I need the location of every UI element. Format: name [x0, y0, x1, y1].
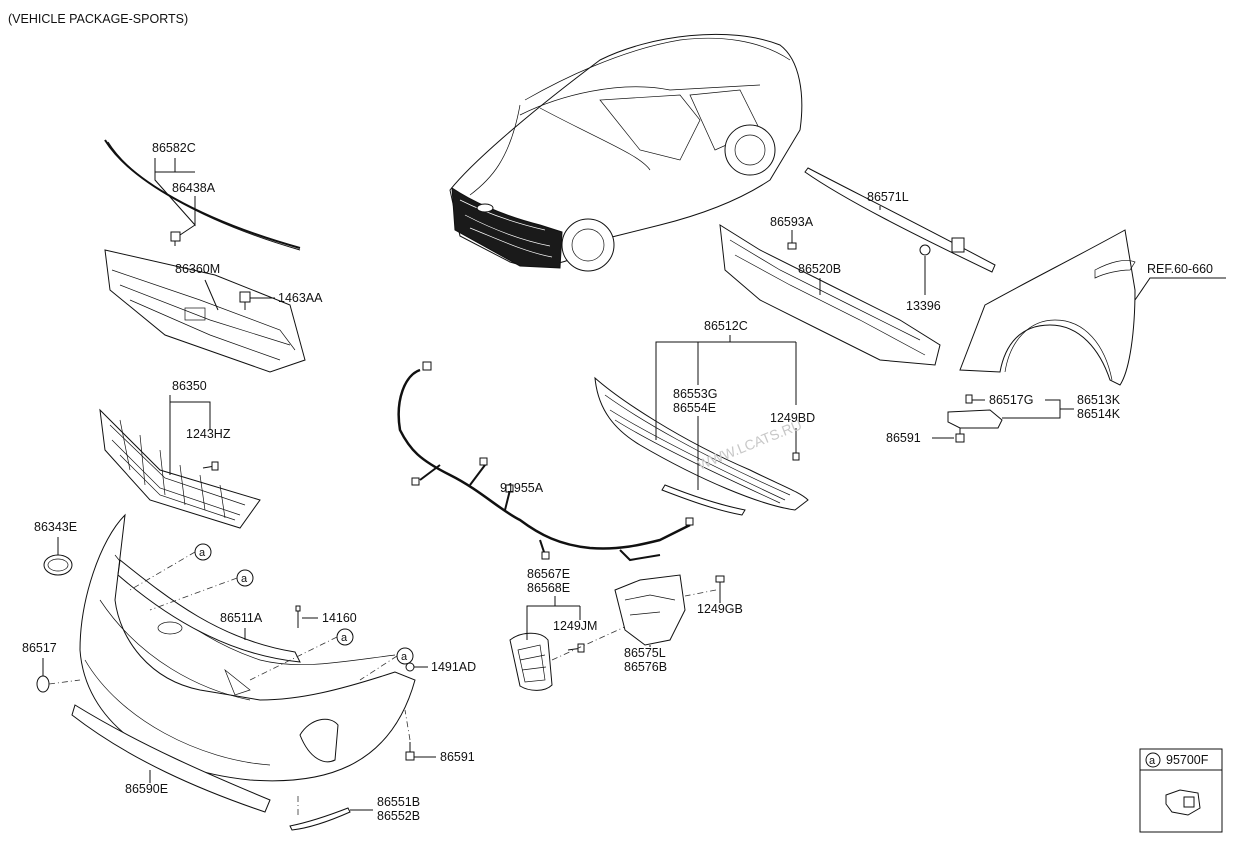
label-1249JM: 1249JM	[553, 619, 597, 633]
label-86360M: 86360M	[175, 262, 220, 276]
label-86593A: 86593A	[770, 215, 814, 229]
strip-86571L	[804, 167, 996, 273]
label-86517G: 86517G	[989, 393, 1033, 407]
svg-text:95700F: 95700F	[1166, 753, 1209, 767]
label-86520B: 86520B	[798, 262, 841, 276]
grille-86350	[99, 408, 261, 529]
trim-86511A	[117, 559, 301, 663]
bracket-86513K	[947, 409, 1003, 429]
label-86552B: 86552B	[377, 809, 420, 823]
label-1249GB: 1249GB	[697, 602, 743, 616]
emblem-86343E	[43, 554, 73, 576]
sensor-icon	[1165, 789, 1201, 816]
label-86514K: 86514K	[1077, 407, 1121, 421]
diagram-title: (VEHICLE PACKAGE-SPORTS)	[8, 12, 188, 26]
label-86343E: 86343E	[34, 520, 77, 534]
label-86576B: 86576B	[624, 660, 667, 674]
label-86438A: 86438A	[172, 181, 216, 195]
svg-text:a: a	[341, 632, 348, 644]
moulding-strip-86582C	[104, 139, 301, 251]
label-14160: 14160	[322, 611, 357, 625]
clip-86438A	[170, 231, 181, 246]
callout-a-4: a	[396, 647, 414, 665]
absorber-86520B	[719, 224, 941, 366]
label-86568E: 86568E	[527, 581, 570, 595]
clip-14160	[295, 605, 301, 628]
label-13396: 13396	[906, 299, 941, 313]
label-86554E: 86554E	[673, 401, 716, 415]
screw-1249BD	[792, 428, 800, 461]
label-91955A: 91955A	[500, 481, 544, 495]
label-86571L: 86571L	[867, 190, 909, 204]
label-86591-bumper: 86591	[440, 750, 475, 764]
label-86551B: 86551B	[377, 795, 420, 809]
label-ref-60-660: REF.60-660	[1147, 262, 1213, 276]
bolt-1249GB	[715, 575, 725, 595]
strip-86551B	[289, 807, 351, 831]
callout-a-3: a	[336, 628, 354, 646]
label-86517: 86517	[22, 641, 57, 655]
label-86512C: 86512C	[704, 319, 748, 333]
nut-1491AD	[405, 662, 415, 672]
bolt-86591-fender	[955, 428, 965, 443]
cover-panel-86360M	[104, 249, 306, 373]
svg-text:a: a	[401, 651, 408, 663]
label-86511A: 86511A	[220, 611, 263, 625]
car-illustration	[449, 33, 803, 272]
label-1243HZ: 1243HZ	[186, 427, 231, 441]
cap-86517	[36, 675, 50, 693]
svg-text:a: a	[241, 573, 248, 585]
lower-grille-86590E	[71, 704, 271, 813]
clip-86593A	[787, 242, 797, 250]
label-1463AA: 1463AA	[278, 291, 323, 305]
callout-a-1: a	[194, 543, 212, 561]
trim-86553G	[661, 484, 746, 516]
label-86553G: 86553G	[673, 387, 717, 401]
label-1491AD: 1491AD	[431, 660, 476, 674]
callout-a-2: a	[236, 569, 254, 587]
label-86567E: 86567E	[527, 567, 570, 581]
label-86591-fender: 86591	[886, 431, 921, 445]
watermark: WWW.LCATS.RU	[695, 416, 804, 472]
label-86513K: 86513K	[1077, 393, 1121, 407]
label-86582C: 86582C	[152, 141, 196, 155]
svg-text:a: a	[199, 547, 206, 559]
lower-grille-86512C	[594, 376, 809, 511]
clip-1463AA	[239, 291, 251, 310]
nut-13396	[919, 244, 931, 256]
wiring-harness-91955A	[397, 361, 694, 562]
clip-86517G	[965, 394, 973, 404]
callout-box-95700F: a 95700F	[1139, 748, 1223, 833]
screw-1243HZ	[202, 461, 219, 471]
label-1249BD: 1249BD	[770, 411, 815, 425]
label-86350: 86350	[172, 379, 207, 393]
fender	[959, 229, 1136, 386]
front-bumper	[79, 513, 416, 782]
label-86575L: 86575L	[624, 646, 666, 660]
bezel-86567E	[509, 632, 553, 691]
bracket-86575L	[614, 574, 686, 646]
bolt-86591-bumper	[405, 742, 415, 761]
screw-1249JM	[567, 643, 585, 653]
svg-text:a: a	[1149, 755, 1156, 767]
label-86590E: 86590E	[125, 782, 168, 796]
